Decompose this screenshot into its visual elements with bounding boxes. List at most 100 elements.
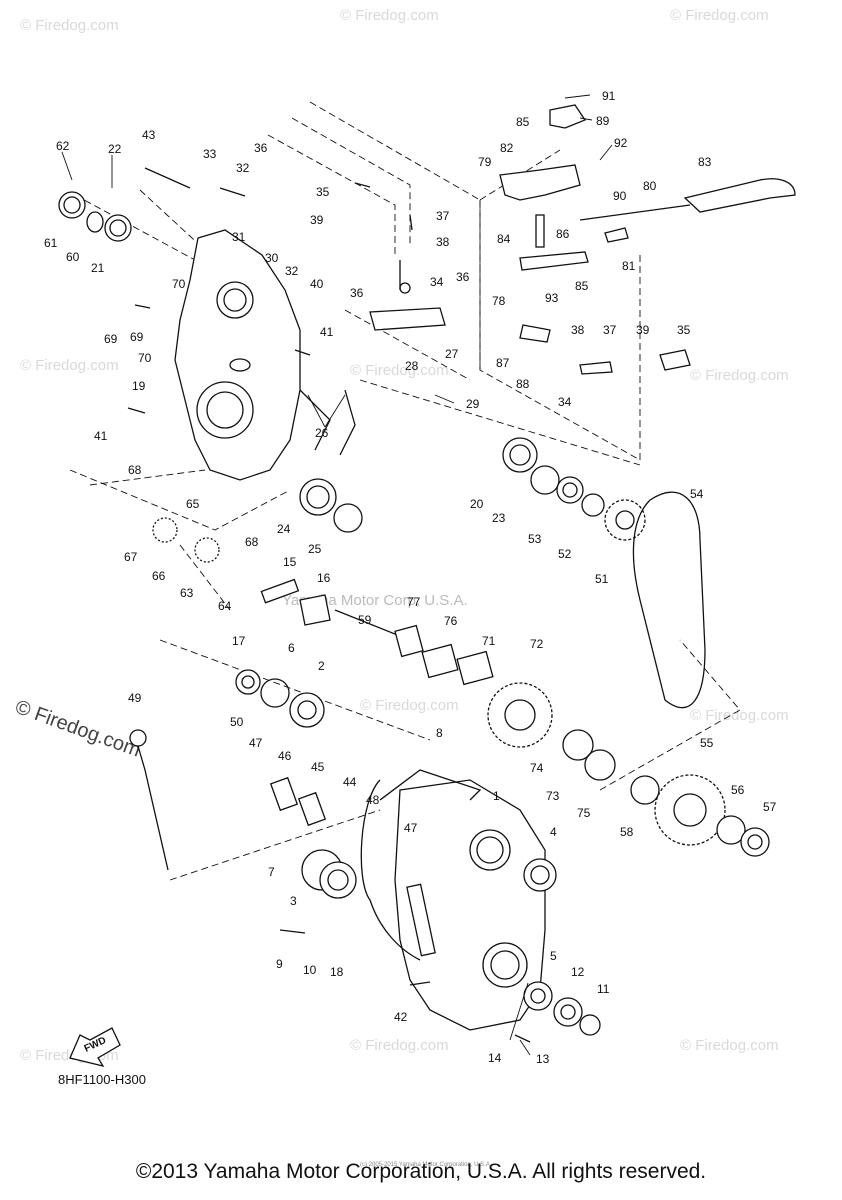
label-36c: 36 [456, 270, 470, 284]
callout-labels: 1 2 3 4 5 6 7 8 9 10 11 12 13 14 15 16 1… [44, 89, 777, 1066]
label-6: 6 [288, 641, 295, 655]
leader-lines [61, 94, 613, 1056]
label-45: 45 [311, 760, 325, 774]
label-27: 27 [445, 347, 459, 361]
lower-chaincase-housing [360, 769, 546, 1031]
label-13: 13 [536, 1052, 550, 1066]
label-34a: 34 [430, 275, 444, 289]
label-60: 60 [66, 250, 80, 264]
lower-bushings [235, 669, 770, 1036]
fwd-arrow-icon: FWD [69, 1027, 121, 1068]
label-35b: 35 [677, 323, 691, 337]
label-15: 15 [283, 555, 297, 569]
watermark-7: © Firedog.com [360, 697, 459, 714]
gears-and-chain [152, 491, 726, 846]
label-82: 82 [500, 141, 514, 155]
label-22: 22 [108, 142, 122, 156]
label-79: 79 [478, 155, 492, 169]
assembly-lines [69, 101, 741, 881]
label-54: 54 [690, 487, 704, 501]
label-39b: 39 [636, 323, 650, 337]
label-52: 52 [558, 547, 572, 561]
label-2: 2 [318, 659, 325, 673]
label-3: 3 [290, 894, 297, 908]
label-61: 61 [44, 236, 58, 250]
shaft-assembly [260, 578, 494, 686]
label-38b: 38 [571, 323, 585, 337]
label-90: 90 [613, 189, 627, 203]
label-66: 66 [152, 569, 166, 583]
label-57: 57 [763, 800, 777, 814]
bearings-left [58, 191, 605, 533]
label-10: 10 [303, 963, 317, 977]
label-14: 14 [488, 1051, 502, 1065]
label-12: 12 [571, 965, 585, 979]
label-44: 44 [343, 775, 357, 789]
label-5: 5 [550, 949, 557, 963]
label-4: 4 [550, 825, 557, 839]
label-34b: 34 [558, 395, 572, 409]
label-84: 84 [497, 232, 511, 246]
label-59: 59 [358, 613, 372, 627]
watermark-2: © Firedog.com [340, 7, 439, 24]
watermark-10: © Firedog.com [350, 1037, 449, 1054]
label-71: 71 [482, 634, 496, 648]
label-88: 88 [516, 377, 530, 391]
drawing-code: 8HF1100-H300 [58, 1072, 146, 1087]
dipstick [129, 729, 169, 871]
label-69a: 69 [104, 332, 118, 346]
watermarks: © Firedog.com © Firedog.com © Firedog.co… [12, 7, 788, 1064]
upper-chaincase-cover [174, 229, 301, 481]
label-93: 93 [545, 291, 559, 305]
watermark-center: Yamaha Motor Corp, U.S.A. [282, 592, 468, 609]
label-36b: 36 [350, 286, 364, 300]
label-87: 87 [496, 356, 510, 370]
label-85a: 85 [516, 115, 530, 129]
label-32a: 32 [236, 161, 250, 175]
label-32b: 32 [285, 264, 299, 278]
label-89: 89 [596, 114, 610, 128]
label-17: 17 [232, 634, 246, 648]
label-85b: 85 [575, 279, 589, 293]
label-19: 19 [132, 379, 146, 393]
label-21: 21 [91, 261, 105, 275]
label-39a: 39 [310, 213, 324, 227]
watermark-6: © Firedog.com [690, 367, 789, 384]
label-28: 28 [405, 359, 419, 373]
shift-linkage [499, 104, 796, 375]
label-38a: 38 [436, 235, 450, 249]
label-8: 8 [436, 726, 443, 740]
label-65: 65 [186, 497, 200, 511]
label-70b: 70 [138, 351, 152, 365]
label-72: 72 [530, 637, 544, 651]
label-29: 29 [466, 397, 480, 411]
label-18: 18 [330, 965, 344, 979]
label-35a: 35 [316, 185, 330, 199]
label-49: 49 [128, 691, 142, 705]
label-77: 77 [407, 595, 421, 609]
label-23: 23 [492, 511, 506, 525]
label-7: 7 [268, 865, 275, 879]
label-41b: 41 [94, 429, 108, 443]
label-40: 40 [310, 277, 324, 291]
label-68a: 68 [128, 463, 142, 477]
label-92: 92 [614, 136, 628, 150]
label-91: 91 [602, 89, 616, 103]
label-16: 16 [317, 571, 331, 585]
middle-linkage [299, 260, 446, 456]
label-69b: 69 [130, 330, 144, 344]
label-41a: 41 [320, 325, 334, 339]
label-25: 25 [308, 542, 322, 556]
label-42: 42 [394, 1010, 408, 1024]
label-62: 62 [56, 139, 70, 153]
watermark-5: © Firedog.com [350, 362, 449, 379]
watermark-8: © Firedog.com [690, 707, 789, 724]
label-75: 75 [577, 806, 591, 820]
label-78: 78 [492, 294, 506, 308]
label-56: 56 [731, 783, 745, 797]
label-80: 80 [643, 179, 657, 193]
label-37a: 37 [436, 209, 450, 223]
label-74: 74 [530, 761, 544, 775]
watermark-1: © Firedog.com [20, 17, 119, 34]
